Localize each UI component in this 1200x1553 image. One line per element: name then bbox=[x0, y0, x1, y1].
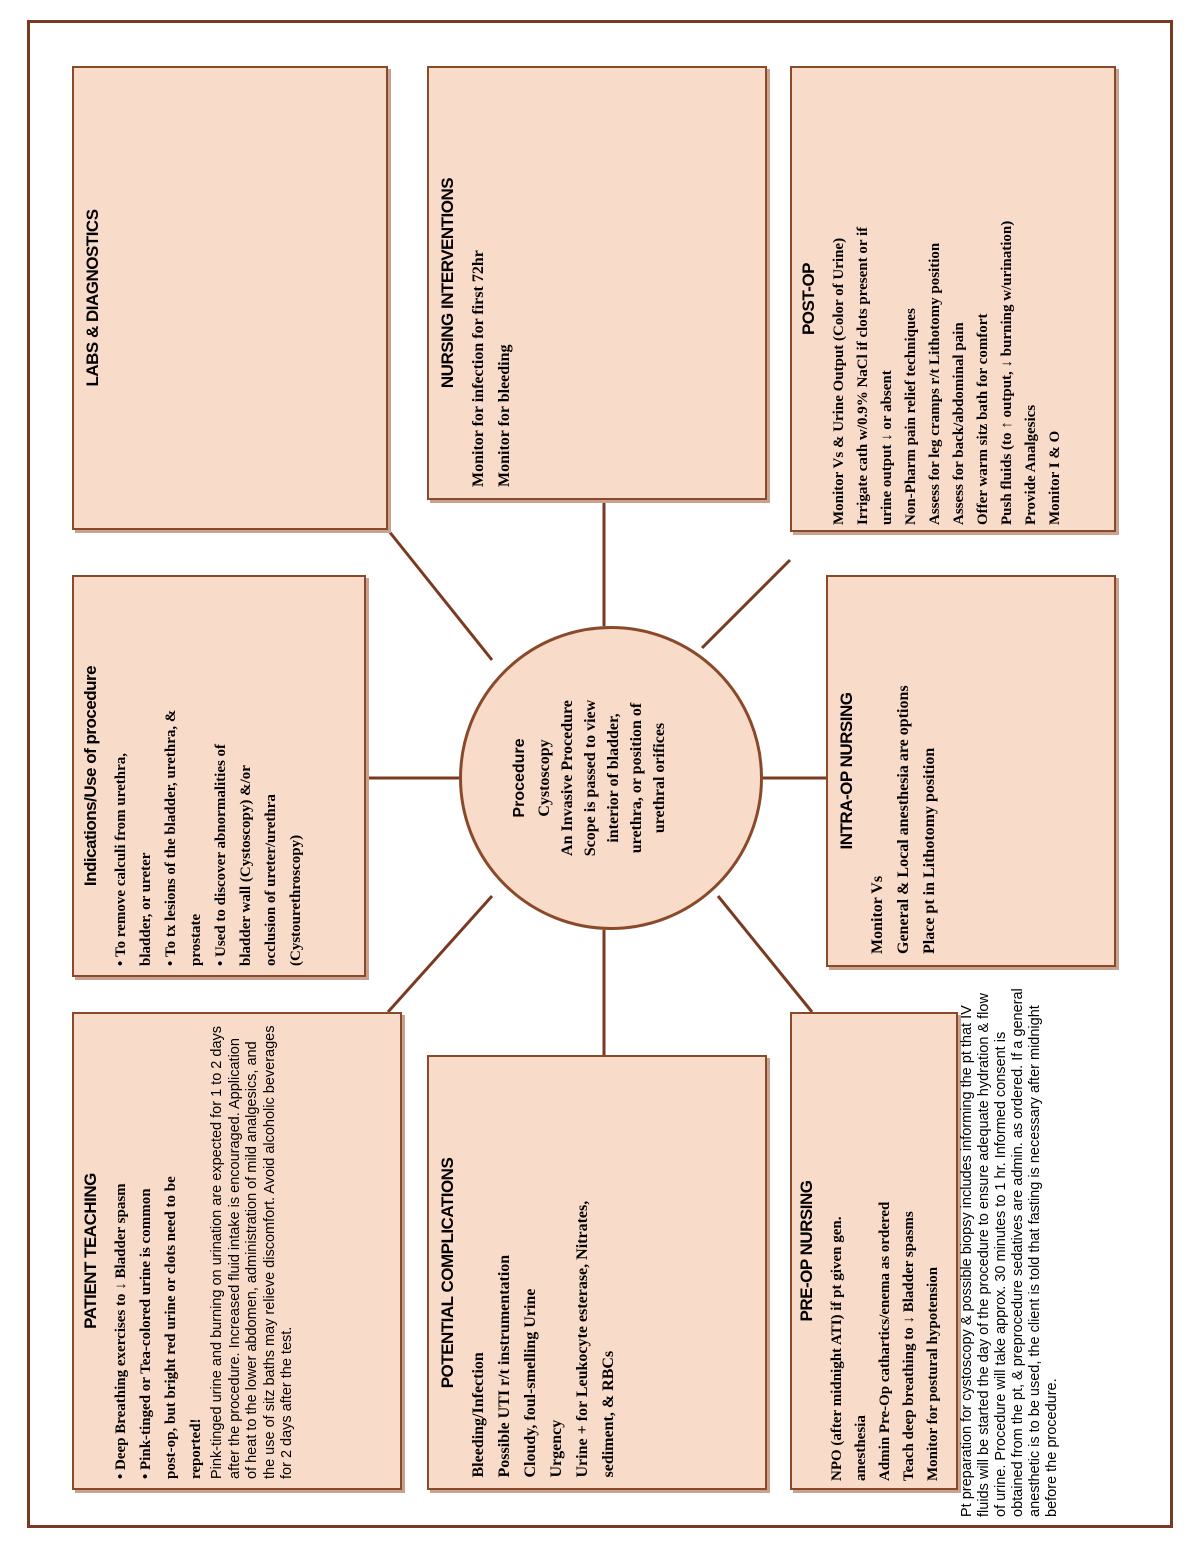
center-line: Scope is passed to view bbox=[582, 699, 599, 857]
patient-teaching-box: PATIENT TEACHING Deep Breathing exercise… bbox=[72, 1012, 402, 1490]
indications-line: (Cystourethroscopy) bbox=[288, 834, 304, 966]
pre-op-content: PRE-OP NURSING NPO (after midnight ATI) … bbox=[791, 1013, 957, 1489]
connector-post-op bbox=[700, 558, 792, 650]
interventions-box: NURSING INTERVENTIONS Monitor for infect… bbox=[427, 66, 767, 500]
teaching-line: Pink-tinged or Tea-colored urine is comm… bbox=[134, 1023, 159, 1479]
indications-content: Indications/Use of procedure To remove c… bbox=[73, 576, 365, 976]
intra-op-line: Monitor Vs bbox=[869, 875, 886, 954]
indications-line: Used to discover abnormalities of bbox=[209, 586, 234, 966]
post-op-line: Irrigate cath w/0.9% NaCl if clots prese… bbox=[855, 226, 871, 525]
interventions-line: Monitor for infection for first 72hr bbox=[470, 250, 487, 487]
pre-op-box: PRE-OP NURSING NPO (after midnight ATI) … bbox=[790, 1012, 958, 1490]
patient-teaching-heading: PATIENT TEACHING bbox=[81, 1173, 100, 1329]
center-content: Procedure Cystoscopy An Invasive Procedu… bbox=[511, 633, 711, 923]
intra-op-heading: INTRA-OP NURSING bbox=[837, 692, 856, 850]
page-border bbox=[27, 20, 1173, 1528]
complications-content: POTENTIAL COMPLICATIONS Bleeding/Infecti… bbox=[428, 1056, 766, 1489]
post-op-line: Push fluids (to ↑ output, ↓ burning w/ur… bbox=[999, 220, 1015, 525]
pre-op-heading: PRE-OP NURSING bbox=[797, 1180, 816, 1322]
post-op-line: Monitor I & O bbox=[1047, 430, 1063, 525]
center-line: urethra, or position of bbox=[628, 702, 645, 854]
pre-op-paragraph-wrap: Pt preparation for cystoscopy & possible… bbox=[959, 979, 1169, 1517]
intra-op-line: General & Local anesthesia are options bbox=[895, 685, 912, 954]
center-line: Cystoscopy bbox=[536, 739, 553, 817]
complications-line: Urgency bbox=[548, 1419, 565, 1477]
complications-box: POTENTIAL COMPLICATIONS Bleeding/Infecti… bbox=[427, 1055, 767, 1490]
complications-line: Cloudy, foul-smelling Urine bbox=[522, 1288, 539, 1477]
indications-line: bladder, or ureter bbox=[138, 852, 154, 966]
teaching-line: post-op, but bright red urine or clots n… bbox=[163, 1176, 179, 1479]
teaching-line: Deep Breathing exercises to ↓ Bladder sp… bbox=[109, 1023, 134, 1479]
complications-heading: POTENTIAL COMPLICATIONS bbox=[438, 1157, 457, 1388]
center-circle: Procedure Cystoscopy An Invasive Procedu… bbox=[459, 626, 763, 930]
labs-content: LABS & DIAGNOSTICS bbox=[73, 67, 387, 529]
pre-op-line: NPO (after midnight ATI) if pt given gen… bbox=[829, 1216, 845, 1481]
indications-line: occlusion of ureter/urethra bbox=[263, 794, 279, 966]
labs-box: LABS & DIAGNOSTICS bbox=[72, 66, 388, 530]
interventions-line: Monitor for bleeding bbox=[496, 344, 513, 487]
indications-line: bladder wall (Cystoscopy) &/or bbox=[238, 765, 254, 966]
post-op-line: Non-Pharm pain relief techniques bbox=[903, 308, 919, 525]
post-op-heading: POST-OP bbox=[799, 262, 818, 336]
interventions-heading: NURSING INTERVENTIONS bbox=[438, 177, 457, 389]
post-op-line: Assess for leg cramps r/t Lithotomy posi… bbox=[927, 242, 943, 525]
complications-line: Bleeding/Infection bbox=[470, 1351, 487, 1477]
center-line: urethral orifices bbox=[651, 722, 668, 834]
patient-teaching-content: PATIENT TEACHING Deep Breathing exercise… bbox=[73, 1013, 401, 1489]
center-line: An Invasive Procedure bbox=[559, 700, 576, 856]
pre-op-line: Monitor for postural hypotension bbox=[925, 1266, 941, 1481]
post-op-line: urine output ↓ or absent bbox=[879, 370, 895, 525]
pre-op-paragraph-area: Pt preparation for cystoscopy & possible… bbox=[958, 978, 1170, 1518]
pre-op-line: Teach deep breathing to ↓ Bladder spasms bbox=[901, 1211, 917, 1481]
pre-op-line: Admin Pre-Op cathartics/enema as ordered bbox=[877, 1201, 893, 1481]
connector-labs bbox=[386, 529, 494, 661]
labs-heading: LABS & DIAGNOSTICS bbox=[83, 209, 102, 387]
complications-line: Possible UTI r/t instrumentation bbox=[496, 1254, 513, 1477]
indications-line: To tx lesions of the bladder, urethra, & bbox=[159, 586, 184, 966]
post-op-line: Monitor Vs & Urine Output (Color of Urin… bbox=[831, 237, 847, 525]
intra-op-box: INTRA-OP NURSING Monitor Vs General & Lo… bbox=[826, 575, 1116, 967]
post-op-line: Provide Analgesics bbox=[1023, 404, 1039, 525]
interventions-content: NURSING INTERVENTIONS Monitor for infect… bbox=[428, 67, 766, 499]
pre-op-line: anesthesia bbox=[853, 1415, 869, 1481]
indications-line: prostate bbox=[188, 913, 204, 966]
intra-op-line: Place pt in Lithotomy position bbox=[921, 747, 938, 954]
indications-box: Indications/Use of procedure To remove c… bbox=[72, 575, 366, 977]
pre-op-paragraph: Pt preparation for cystoscopy & possible… bbox=[959, 988, 1060, 1517]
indications-line: To remove calculi from urethra, bbox=[109, 586, 134, 966]
complications-line: Urine + for Leukocyte esterase, Nitrates… bbox=[574, 1200, 591, 1477]
center-line: interior of bladder, bbox=[605, 713, 622, 843]
intra-op-content: INTRA-OP NURSING Monitor Vs General & Lo… bbox=[827, 576, 1115, 966]
indications-heading: Indications/Use of procedure bbox=[81, 665, 100, 887]
complications-line: sediment, & RBCs bbox=[600, 1350, 617, 1477]
post-op-line: Assess for back/abdominal pain bbox=[951, 322, 967, 525]
connector-teaching bbox=[386, 894, 494, 1014]
post-op-box: POST-OP Monitor Vs & Urine Output (Color… bbox=[790, 66, 1116, 532]
teaching-line: reported! bbox=[188, 1418, 204, 1479]
post-op-line: Offer warm sitz bath for comfort bbox=[975, 313, 991, 525]
connector-pre-op bbox=[716, 895, 814, 1013]
teaching-paragraph: Pink-tinged urine and burning on urinati… bbox=[209, 1025, 295, 1480]
post-op-content: POST-OP Monitor Vs & Urine Output (Color… bbox=[791, 67, 1115, 531]
center-heading: Procedure bbox=[511, 738, 528, 818]
